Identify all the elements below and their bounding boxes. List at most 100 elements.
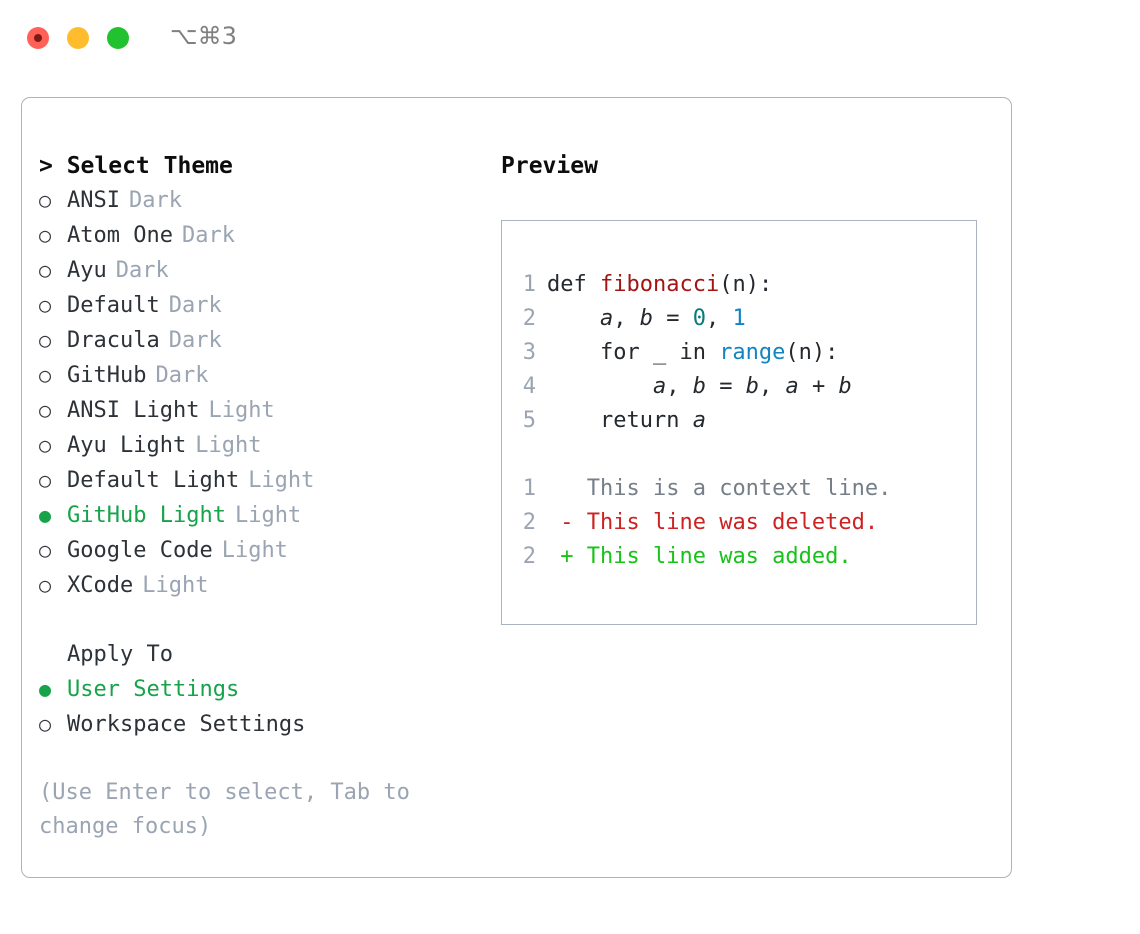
option-label: Workspace Settings <box>67 712 306 737</box>
radio-unselected-icon: ○ <box>39 468 52 492</box>
diff-text: This is a context line. <box>573 476 892 501</box>
diff-line-delete: 2 - This line was deleted. <box>514 506 891 540</box>
line-number: 2 <box>522 544 536 569</box>
line-number: 2 <box>522 510 536 535</box>
maximize-window-button[interactable] <box>107 27 129 49</box>
option-label: GitHub <box>67 363 147 388</box>
option-label: GitHub Light <box>67 503 226 528</box>
code-token: b <box>639 306 653 331</box>
option-mode-tag: Light <box>221 538 288 563</box>
minimize-window-button[interactable] <box>67 27 89 49</box>
code-line: 1 def fibonacci(n): <box>514 268 891 302</box>
diff-line-context: 1 This is a context line. <box>514 472 892 506</box>
line-number: 5 <box>522 408 536 433</box>
code-token: fibonacci <box>599 272 720 297</box>
code-token: , <box>613 306 640 331</box>
code-token: 0 <box>692 306 706 331</box>
radio-unselected-icon: ○ <box>39 328 52 352</box>
close-window-button[interactable] <box>27 27 49 49</box>
select-theme-header: > Select Theme <box>39 153 233 179</box>
line-number: 1 <box>522 272 536 297</box>
theme-option-github[interactable]: ○ GitHub Dark <box>39 358 499 393</box>
radio-unselected-icon: ○ <box>39 538 52 562</box>
diff-marker: - <box>547 510 574 535</box>
code-token: b <box>745 374 759 399</box>
radio-unselected-icon: ○ <box>39 433 52 457</box>
code-token: b <box>838 374 852 399</box>
apply-to-header: Apply To <box>67 642 173 667</box>
option-mode-tag: Light <box>208 398 275 423</box>
preview-header: Preview <box>501 153 598 179</box>
code-token: a <box>652 374 667 399</box>
option-mode-tag: Dark <box>128 188 182 213</box>
line-number: 1 <box>522 476 536 501</box>
diff-text: This line was deleted. <box>573 510 879 535</box>
code-diff-separator <box>514 438 891 472</box>
code-line: 5 return a <box>514 404 891 438</box>
line-number: 2 <box>522 306 536 331</box>
diff-text: This line was added. <box>573 544 852 569</box>
option-mode-tag: Dark <box>181 223 235 248</box>
option-label: User Settings <box>67 677 240 702</box>
code-token: range <box>719 340 786 365</box>
theme-option-ansi[interactable]: ○ ANSI Dark <box>39 183 499 218</box>
code-token: = <box>652 306 693 331</box>
theme-option-ansi-light[interactable]: ○ ANSI Light Light <box>39 393 499 428</box>
radio-unselected-icon: ○ <box>39 573 52 597</box>
code-token: return <box>547 408 693 433</box>
code-line: 3 for _ in range(n): <box>514 336 891 370</box>
option-label: Default Light <box>67 468 240 493</box>
diff-marker: + <box>547 544 574 569</box>
radio-unselected-icon: ○ <box>39 363 52 387</box>
radio-unselected-icon: ○ <box>39 223 52 247</box>
option-label: ANSI <box>67 188 120 213</box>
theme-option-default[interactable]: ○ Default Dark <box>39 288 499 323</box>
option-label: ANSI Light <box>67 398 200 423</box>
option-mode-tag: Dark <box>168 293 222 318</box>
code-token: 1 <box>732 306 746 331</box>
theme-option-github-light[interactable]: ● GitHub Light Light <box>39 498 499 533</box>
option-label: XCode <box>67 573 134 598</box>
apply-option-workspace-settings[interactable]: ○Workspace Settings <box>39 707 499 742</box>
apply-to-header-row: Apply To <box>39 637 499 672</box>
option-mode-tag: Light <box>234 503 302 528</box>
apply-option-user-settings[interactable]: ●User Settings <box>39 672 499 707</box>
code-token: a <box>692 408 706 433</box>
line-number: 3 <box>522 340 536 365</box>
keyboard-shortcut-label: ⌥⌘3 <box>170 22 237 50</box>
code-token: , <box>758 374 786 399</box>
radio-unselected-icon: ○ <box>39 293 52 317</box>
option-label: Ayu <box>67 258 107 283</box>
radio-selected-icon: ● <box>39 503 52 527</box>
radio-unselected-icon: ○ <box>39 398 52 422</box>
option-mode-tag: Dark <box>155 363 209 388</box>
option-label: Default <box>67 293 160 318</box>
code-token <box>547 374 653 399</box>
code-token <box>547 306 600 331</box>
code-token: = <box>705 374 746 399</box>
code-token: def <box>547 272 600 297</box>
diff-marker <box>547 476 574 501</box>
apply-to-option-list[interactable]: ●User Settings○Workspace Settings <box>39 672 499 742</box>
code-token: , <box>705 306 733 331</box>
code-token: a <box>599 306 614 331</box>
apply-to-header-indent <box>39 637 67 671</box>
keyboard-hint-text: (Use Enter to select, Tab to change focu… <box>39 780 424 839</box>
code-token: (n): <box>785 340 839 365</box>
radio-unselected-icon: ○ <box>39 188 52 212</box>
code-token: (n): <box>719 272 773 297</box>
